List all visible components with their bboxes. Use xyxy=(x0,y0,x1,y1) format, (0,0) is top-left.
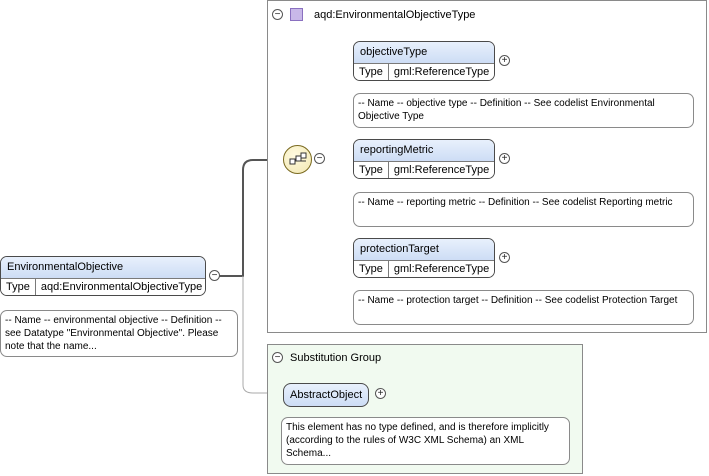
annotation-root: -- Name -- environmental objective -- De… xyxy=(0,310,238,357)
type-value: aqd:EnvironmentalObjectiveType xyxy=(40,281,203,293)
element-reportingMetric[interactable]: reportingMetric Type gml:ReferenceType xyxy=(353,139,495,179)
type-value: gml:ReferenceType xyxy=(393,164,490,176)
sequence-compositor-icon[interactable] xyxy=(283,145,312,174)
expand-objectiveType-toggle[interactable]: + xyxy=(499,55,510,66)
type-key: Type xyxy=(354,64,389,80)
complex-type-icon xyxy=(290,8,303,21)
substitution-group-title: Substitution Group xyxy=(290,352,382,364)
annotation-reportingMetric: -- Name -- reporting metric -- Definitio… xyxy=(353,192,694,227)
collapse-substitution-toggle[interactable]: − xyxy=(272,352,283,363)
collapse-type-toggle[interactable]: − xyxy=(272,9,283,20)
collapse-sequence-toggle[interactable]: − xyxy=(314,153,325,164)
element-objectiveType[interactable]: objectiveType Type gml:ReferenceType xyxy=(353,41,495,81)
annotation-protectionTarget: -- Name -- protection target -- Definiti… xyxy=(353,290,694,325)
annotation-objectiveType: -- Name -- objective type -- Definition … xyxy=(353,93,694,128)
expand-protectionTarget-toggle[interactable]: + xyxy=(499,252,510,263)
annotation-AbstractObject: This element has no type defined, and is… xyxy=(281,417,570,465)
type-value: gml:ReferenceType xyxy=(393,263,490,275)
element-AbstractObject[interactable]: AbstractObject xyxy=(283,383,370,407)
element-name: objectiveType xyxy=(354,42,494,64)
collapse-root-toggle[interactable]: − xyxy=(209,270,220,281)
element-EnvironmentalObjective[interactable]: EnvironmentalObjective Type aqd:Environm… xyxy=(0,256,206,296)
complex-type-title: aqd:EnvironmentalObjectiveType xyxy=(314,9,476,21)
element-protectionTarget[interactable]: protectionTarget Type gml:ReferenceType xyxy=(353,238,495,278)
type-key: Type xyxy=(354,261,389,277)
element-name: protectionTarget xyxy=(354,239,494,261)
type-key: Type xyxy=(1,279,36,295)
expand-AbstractObject-toggle[interactable]: + xyxy=(375,388,386,399)
type-key: Type xyxy=(354,162,389,178)
expand-reportingMetric-toggle[interactable]: + xyxy=(499,153,510,164)
element-name: EnvironmentalObjective xyxy=(1,257,205,279)
element-name: reportingMetric xyxy=(354,140,494,162)
type-value: gml:ReferenceType xyxy=(393,66,490,78)
